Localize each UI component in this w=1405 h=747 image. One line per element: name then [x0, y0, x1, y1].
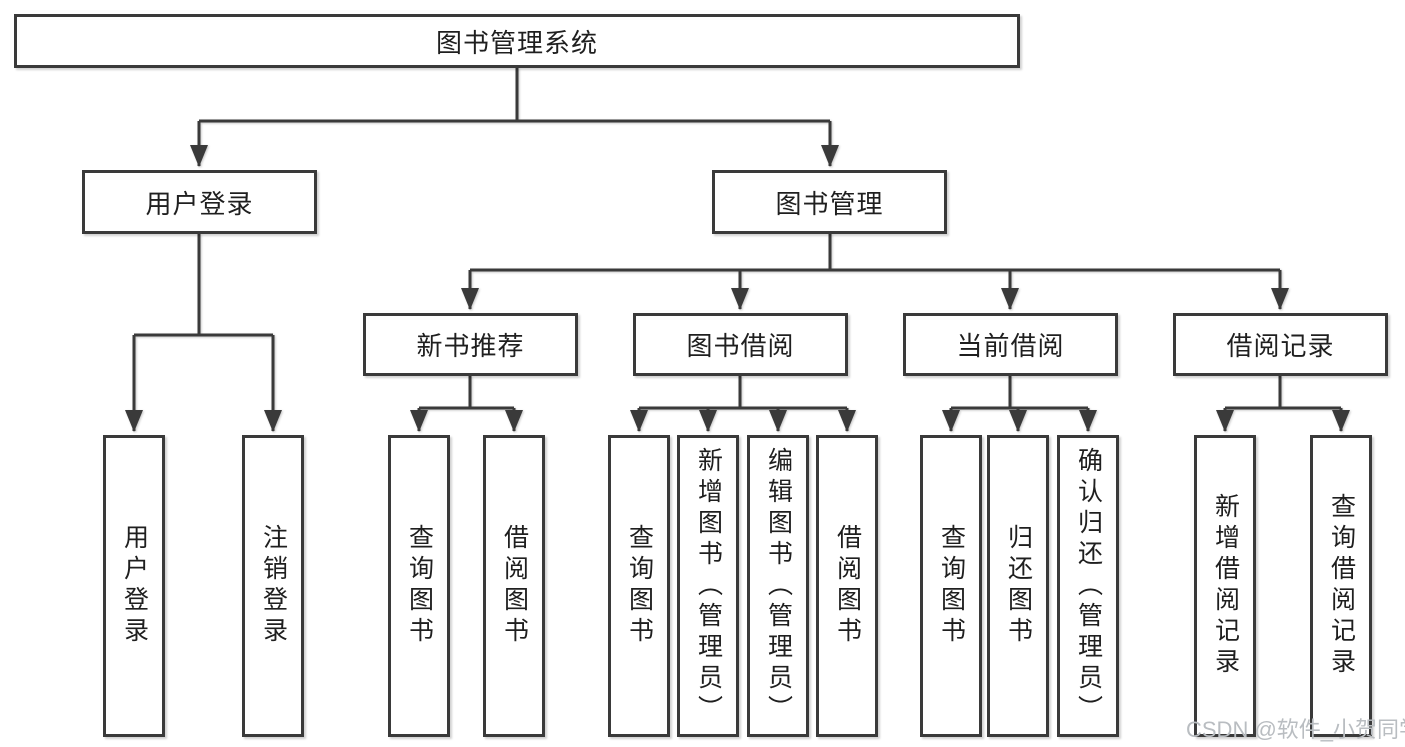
node-user-login: 用户登录: [82, 170, 317, 234]
leaf-label: 归还图书: [1004, 524, 1033, 648]
leaf-recommend-borrow-books: 借阅图书: [483, 435, 545, 737]
connector-trunks: [134, 68, 1341, 410]
node-current-borrowing: 当前借阅: [903, 313, 1118, 376]
leaf-borrow-query-books: 查询图书: [608, 435, 670, 737]
leaf-label: 新增借阅记录: [1211, 493, 1240, 679]
leaf-label: 注销登录: [259, 524, 288, 648]
connector-arrows: [125, 121, 1350, 432]
leaf-label: 借阅图书: [833, 524, 862, 648]
watermark: CSDN @软件_小贺同学: [1186, 717, 1405, 742]
leaf-label: 编辑图书（管理员）: [764, 446, 793, 726]
node-book-management: 图书管理: [712, 170, 947, 234]
leaf-label: 确认归还（管理员）: [1074, 446, 1103, 726]
leaf-user-login: 用户登录: [103, 435, 165, 737]
leaf-label: 查询借阅记录: [1327, 493, 1356, 679]
leaf-current-return-books: 归还图书: [987, 435, 1049, 737]
leaf-label: 查询图书: [625, 524, 654, 648]
leaf-label: 借阅图书: [500, 524, 529, 648]
leaf-logout-login: 注销登录: [242, 435, 304, 737]
leaf-label: 查询图书: [937, 524, 966, 648]
leaf-label: 新增图书（管理员）: [694, 446, 723, 726]
leaf-records-add-record: 新增借阅记录: [1194, 435, 1256, 737]
leaf-records-query-record: 查询借阅记录: [1310, 435, 1372, 737]
leaf-borrow-borrow-books: 借阅图书: [816, 435, 878, 737]
node-borrowing-records: 借阅记录: [1173, 313, 1388, 376]
leaf-current-confirm-return-admin: 确认归还（管理员）: [1057, 435, 1119, 737]
leaf-current-query-books: 查询图书: [920, 435, 982, 737]
leaf-borrow-edit-book-admin: 编辑图书（管理员）: [747, 435, 809, 737]
node-new-book-recommendation: 新书推荐: [363, 313, 578, 376]
node-book-borrowing: 图书借阅: [633, 313, 848, 376]
leaf-label: 用户登录: [120, 524, 149, 648]
node-root: 图书管理系统: [14, 14, 1020, 68]
leaf-recommend-query-books: 查询图书: [388, 435, 450, 737]
leaf-borrow-add-book-admin: 新增图书（管理员）: [677, 435, 739, 737]
leaf-label: 查询图书: [405, 524, 434, 648]
